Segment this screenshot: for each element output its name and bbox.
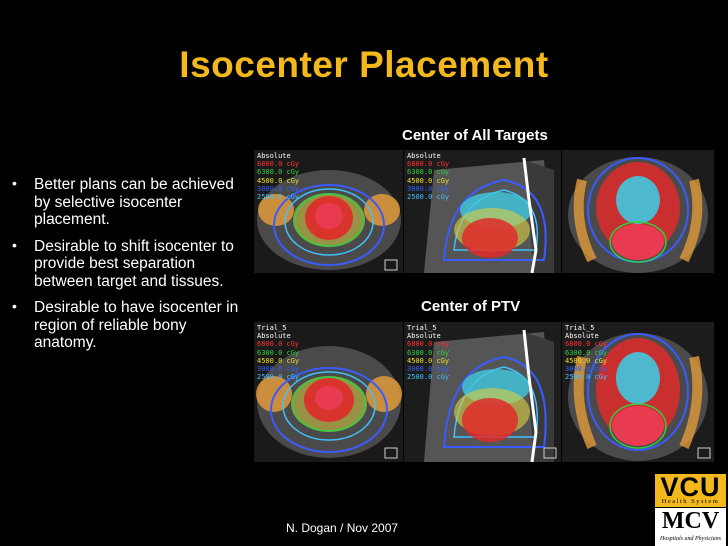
vcu-health-system-logo: VCU Health System bbox=[655, 472, 726, 507]
bullet-item: • Better plans can be achieved by selecti… bbox=[10, 175, 250, 229]
legend-level: 4500.0 cGy bbox=[257, 356, 300, 365]
legend-level: 3000.0 cGy bbox=[407, 184, 450, 193]
legend-level: 6300.0 cGy bbox=[257, 348, 300, 357]
legend-header: Trial_5 bbox=[257, 324, 287, 332]
legend-level: 4500.0 cGy bbox=[257, 176, 300, 185]
dose-panel-top-axial: Absolute 6800.0 cGy 6300.0 cGy 4500.0 cG… bbox=[254, 150, 403, 273]
legend-level: 6300.0 cGy bbox=[407, 348, 450, 357]
dose-panel-top-coronal bbox=[562, 150, 714, 273]
legend-level: 4500.0 cGy bbox=[407, 356, 450, 365]
dose-panel-bottom-coronal: Trial_5 Absolute 6800.0 cGy 6300.0 cGy 4… bbox=[562, 322, 714, 462]
legend-level: 4500.0 cGy bbox=[565, 356, 608, 365]
mcv-logo-text: MCV bbox=[661, 508, 720, 534]
legend-level: 2500.0 cGy bbox=[407, 193, 450, 202]
legend-level: 6800.0 cGy bbox=[257, 340, 300, 349]
vcu-logo-text: VCU bbox=[660, 472, 721, 502]
legend-level: 6800.0 cGy bbox=[407, 160, 450, 169]
legend-level: 6300.0 cGy bbox=[257, 168, 300, 177]
legend-level: 4500.0 cGy bbox=[407, 176, 450, 185]
dose-panel-bottom-sagittal: Trial_5 Absolute 6800.0 cGy 6300.0 cGy 4… bbox=[404, 322, 561, 462]
legend-level: 6300.0 cGy bbox=[565, 348, 608, 357]
dose-legend: Trial_5 Absolute 6800.0 cGy 6300.0 cGy 4… bbox=[565, 324, 607, 381]
dose-legend: Absolute 6800.0 cGy 6300.0 cGy 4500.0 cG… bbox=[257, 152, 299, 201]
bullet-text: Better plans can be achieved by selectiv… bbox=[34, 176, 234, 228]
bullet-icon: • bbox=[12, 298, 17, 314]
legend-level: 3000.0 cGy bbox=[407, 365, 450, 374]
dose-panel-top-sagittal: Absolute 6800.0 cGy 6300.0 cGy 4500.0 cG… bbox=[404, 150, 561, 273]
legend-level: 6800.0 cGy bbox=[565, 340, 608, 349]
legend-level: 6300.0 cGy bbox=[407, 168, 450, 177]
ct-axial-image bbox=[254, 322, 403, 462]
bullet-icon: • bbox=[12, 175, 17, 191]
legend-level: 2500.0 cGy bbox=[565, 373, 608, 382]
legend-header: Trial_5 bbox=[565, 324, 595, 332]
caption-center-ptv: Center of PTV bbox=[421, 298, 521, 315]
bullet-item: • Desirable to shift isocenter to provide… bbox=[10, 236, 250, 291]
slide-title: Isocenter Placement bbox=[179, 44, 549, 85]
legend-header: Absolute bbox=[257, 332, 291, 341]
bullet-icon: • bbox=[12, 236, 17, 253]
dose-legend: Absolute 6800.0 cGy 6300.0 cGy 4500.0 cG… bbox=[407, 152, 449, 201]
legend-header: Absolute bbox=[257, 152, 291, 160]
legend-level: 2500.0 cGy bbox=[257, 373, 300, 382]
legend-level: 3000.0 cGy bbox=[257, 365, 300, 374]
bullet-item: • Desirable to have isocenter in region o… bbox=[10, 298, 250, 352]
dose-legend: Trial_5 Absolute 6800.0 cGy 6300.0 cGy 4… bbox=[407, 324, 449, 381]
legend-header: Absolute bbox=[407, 332, 441, 341]
legend-level: 6800.0 cGy bbox=[407, 340, 450, 349]
vcu-logo-subtext: Health System bbox=[661, 498, 720, 505]
bullet-text: Desirable to shift isocenter to provide … bbox=[34, 237, 234, 290]
legend-level: 2500.0 cGy bbox=[407, 373, 450, 382]
legend-header: Trial_5 bbox=[407, 324, 437, 332]
legend-level: 3000.0 cGy bbox=[257, 184, 300, 193]
ct-axial-image bbox=[254, 150, 403, 273]
legend-header: Absolute bbox=[565, 332, 599, 341]
legend-level: 3000.0 cGy bbox=[565, 365, 608, 374]
legend-level: 2500.0 cGy bbox=[257, 193, 300, 202]
ct-coronal-image bbox=[562, 322, 714, 462]
mcv-hospitals-logo: MCV Hospitals and Physicians bbox=[655, 508, 726, 546]
dose-panel-bottom-axial: Trial_5 Absolute 6800.0 cGy 6300.0 cGy 4… bbox=[254, 322, 403, 462]
footer-author-date: N. Dogan / Nov 2007 bbox=[286, 521, 399, 535]
dose-legend: Trial_5 Absolute 6800.0 cGy 6300.0 cGy 4… bbox=[257, 324, 299, 381]
ct-coronal-image bbox=[562, 150, 714, 273]
caption-center-all-targets: Center of All Targets bbox=[402, 127, 548, 144]
ct-sagittal-image bbox=[404, 150, 561, 273]
bullet-text: Desirable to have isocenter in region of… bbox=[34, 299, 239, 351]
mcv-logo-subtext: Hospitals and Physicians bbox=[660, 536, 721, 542]
legend-header: Absolute bbox=[407, 152, 441, 160]
ct-sagittal-image bbox=[404, 322, 561, 462]
legend-level: 6800.0 cGy bbox=[257, 160, 300, 169]
bullet-list: • Better plans can be achieved by selecti… bbox=[10, 175, 250, 361]
